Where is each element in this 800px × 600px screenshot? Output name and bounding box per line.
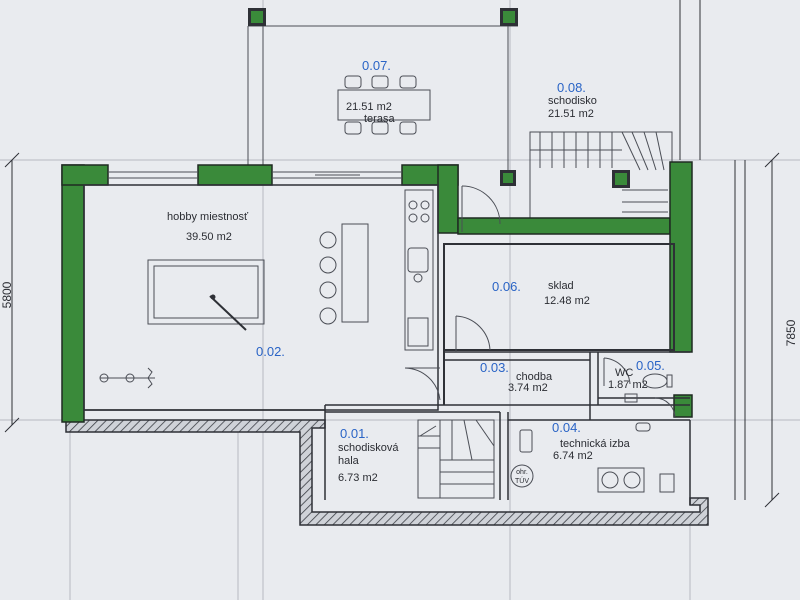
room-number-0.07: 0.07.: [362, 58, 391, 73]
room-area-0.03: 3.74 m2: [508, 382, 548, 394]
boiler-label-line2: TÚV: [515, 476, 529, 485]
room-number-0.03: 0.03.: [480, 360, 509, 375]
dimension-right: [679, 0, 780, 508]
room-name-0.06: sklad: [548, 280, 574, 292]
room-name-0.05: WC: [615, 367, 633, 379]
room-area-0.07: 21.51 m2: [346, 101, 392, 113]
room-area-0.04: 6.74 m2: [553, 450, 593, 462]
room-area-0.01: 6.73 m2: [338, 472, 378, 484]
kitchen-counter: [404, 189, 434, 351]
dimension-right-label: 7850: [784, 319, 798, 346]
room-name-0.04: technická izba: [560, 438, 631, 450]
dimension-left-label: 5800: [0, 281, 14, 308]
boiler-label-line1: ohr.: [516, 469, 528, 476]
room-name-0.08: schodisko: [548, 95, 597, 107]
room-number-0.01: 0.01.: [340, 426, 369, 441]
exterior-stairs: [529, 131, 673, 223]
room-name-0.01-line1: schodisková: [338, 442, 399, 454]
room-number-0.05: 0.05.: [636, 358, 665, 373]
kitchen-island: [319, 223, 369, 325]
terrace-outline: [247, 8, 518, 186]
room-area-0.05: 1.87 m2: [608, 379, 648, 391]
terrace-glazing: [108, 171, 402, 179]
room-name-0.02: hobby miestnosť: [167, 211, 249, 223]
room-name-0.01-line2: hala: [338, 455, 360, 467]
room-area-0.08: 21.51 m2: [548, 108, 594, 120]
billiard-table: [147, 259, 265, 331]
room-name-0.03: chodba: [516, 371, 553, 383]
dining-table: [337, 75, 431, 135]
room-number-0.06: 0.06.: [492, 279, 521, 294]
room-number-0.04: 0.04.: [552, 420, 581, 435]
dimension-left: [4, 152, 20, 433]
room-area-0.02: 39.50 m2: [186, 231, 232, 243]
toilet: [624, 373, 673, 403]
doors: [404, 185, 676, 419]
walls: [61, 161, 693, 423]
technical-equipment: [510, 422, 675, 493]
room-name-0.07: terasa: [364, 113, 395, 125]
room-area-0.06: 12.48 m2: [544, 295, 590, 307]
room-number-0.02: 0.02.: [256, 344, 285, 359]
exercise-bike: [99, 367, 155, 389]
interior-stairs: [417, 419, 495, 499]
room-number-0.08: 0.08.: [557, 80, 586, 95]
interior-partitions: [83, 184, 691, 505]
